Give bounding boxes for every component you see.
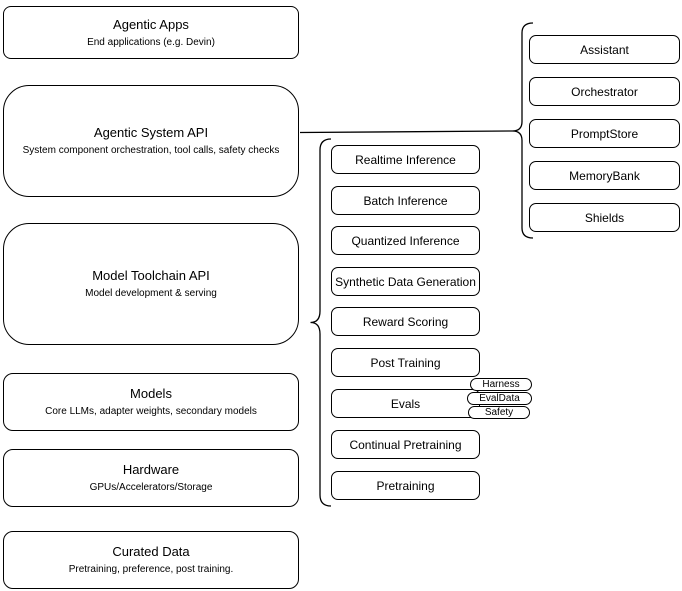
node-models: Models Core LLMs, adapter weights, secon…	[3, 373, 299, 431]
system-api-to-components-line	[299, 130, 513, 134]
node-title: Model Toolchain API	[92, 268, 210, 283]
node-assistant: Assistant	[529, 35, 680, 64]
node-label: Evals	[390, 396, 421, 411]
node-subtitle: Model development & serving	[85, 288, 217, 299]
node-hardware: Hardware GPUs/Accelerators/Storage	[3, 449, 299, 507]
tag-harness: Harness	[470, 378, 532, 391]
tag-label: Safety	[484, 407, 514, 418]
node-label: Realtime Inference	[355, 152, 456, 167]
node-title: Hardware	[122, 462, 180, 477]
tag-label: EvalData	[479, 393, 520, 404]
node-label: Orchestrator	[571, 84, 638, 99]
node-label: Synthetic Data Generation	[335, 274, 476, 289]
node-quantized-inference: Quantized Inference	[331, 226, 480, 255]
node-orchestrator: Orchestrator	[529, 77, 680, 106]
tag-evaldata: EvalData	[467, 392, 532, 405]
node-reward-scoring: Reward Scoring	[331, 307, 480, 336]
node-agentic-apps: Agentic Apps End applications (e.g. Devi…	[3, 6, 299, 59]
node-label: PromptStore	[570, 126, 639, 141]
node-batch-inference: Batch Inference	[331, 186, 480, 215]
node-subtitle: Pretraining, preference, post training.	[68, 564, 234, 575]
node-label: MemoryBank	[569, 168, 640, 183]
toolchain-brace	[310, 138, 332, 507]
node-promptstore: PromptStore	[529, 119, 680, 148]
node-curated-data: Curated Data Pretraining, preference, po…	[3, 531, 299, 589]
node-label: Continual Pretraining	[349, 437, 462, 452]
node-subtitle: End applications (e.g. Devin)	[87, 36, 215, 48]
node-subtitle: System component orchestration, tool cal…	[22, 145, 280, 156]
node-title: Models	[130, 386, 172, 401]
node-title: Curated Data	[112, 544, 190, 559]
node-evals: Evals	[331, 389, 480, 418]
node-agentic-system-api: Agentic System API System component orch…	[3, 85, 299, 197]
node-subtitle: Core LLMs, adapter weights, secondary mo…	[45, 406, 257, 417]
node-label: Quantized Inference	[351, 233, 460, 248]
node-label: Pretraining	[376, 478, 435, 493]
node-title: Agentic System API	[93, 125, 209, 140]
node-model-toolchain-api: Model Toolchain API Model development & …	[3, 223, 299, 345]
node-label: Assistant	[580, 42, 629, 57]
node-continual-pretraining: Continual Pretraining	[331, 430, 480, 459]
tag-label: Harness	[482, 379, 520, 390]
node-shields: Shields	[529, 203, 680, 232]
node-label: Post Training	[370, 355, 441, 370]
node-label: Shields	[584, 210, 625, 225]
tag-safety: Safety	[468, 406, 530, 419]
node-subtitle: GPUs/Accelerators/Storage	[89, 482, 213, 493]
node-pretraining: Pretraining	[331, 471, 480, 500]
node-memorybank: MemoryBank	[529, 161, 680, 190]
node-realtime-inference: Realtime Inference	[331, 145, 480, 174]
node-label: Batch Inference	[363, 193, 448, 208]
node-post-training: Post Training	[331, 348, 480, 377]
node-synthetic-data-generation: Synthetic Data Generation	[331, 267, 480, 296]
node-title: Agentic Apps	[113, 16, 189, 32]
node-label: Reward Scoring	[362, 314, 449, 329]
